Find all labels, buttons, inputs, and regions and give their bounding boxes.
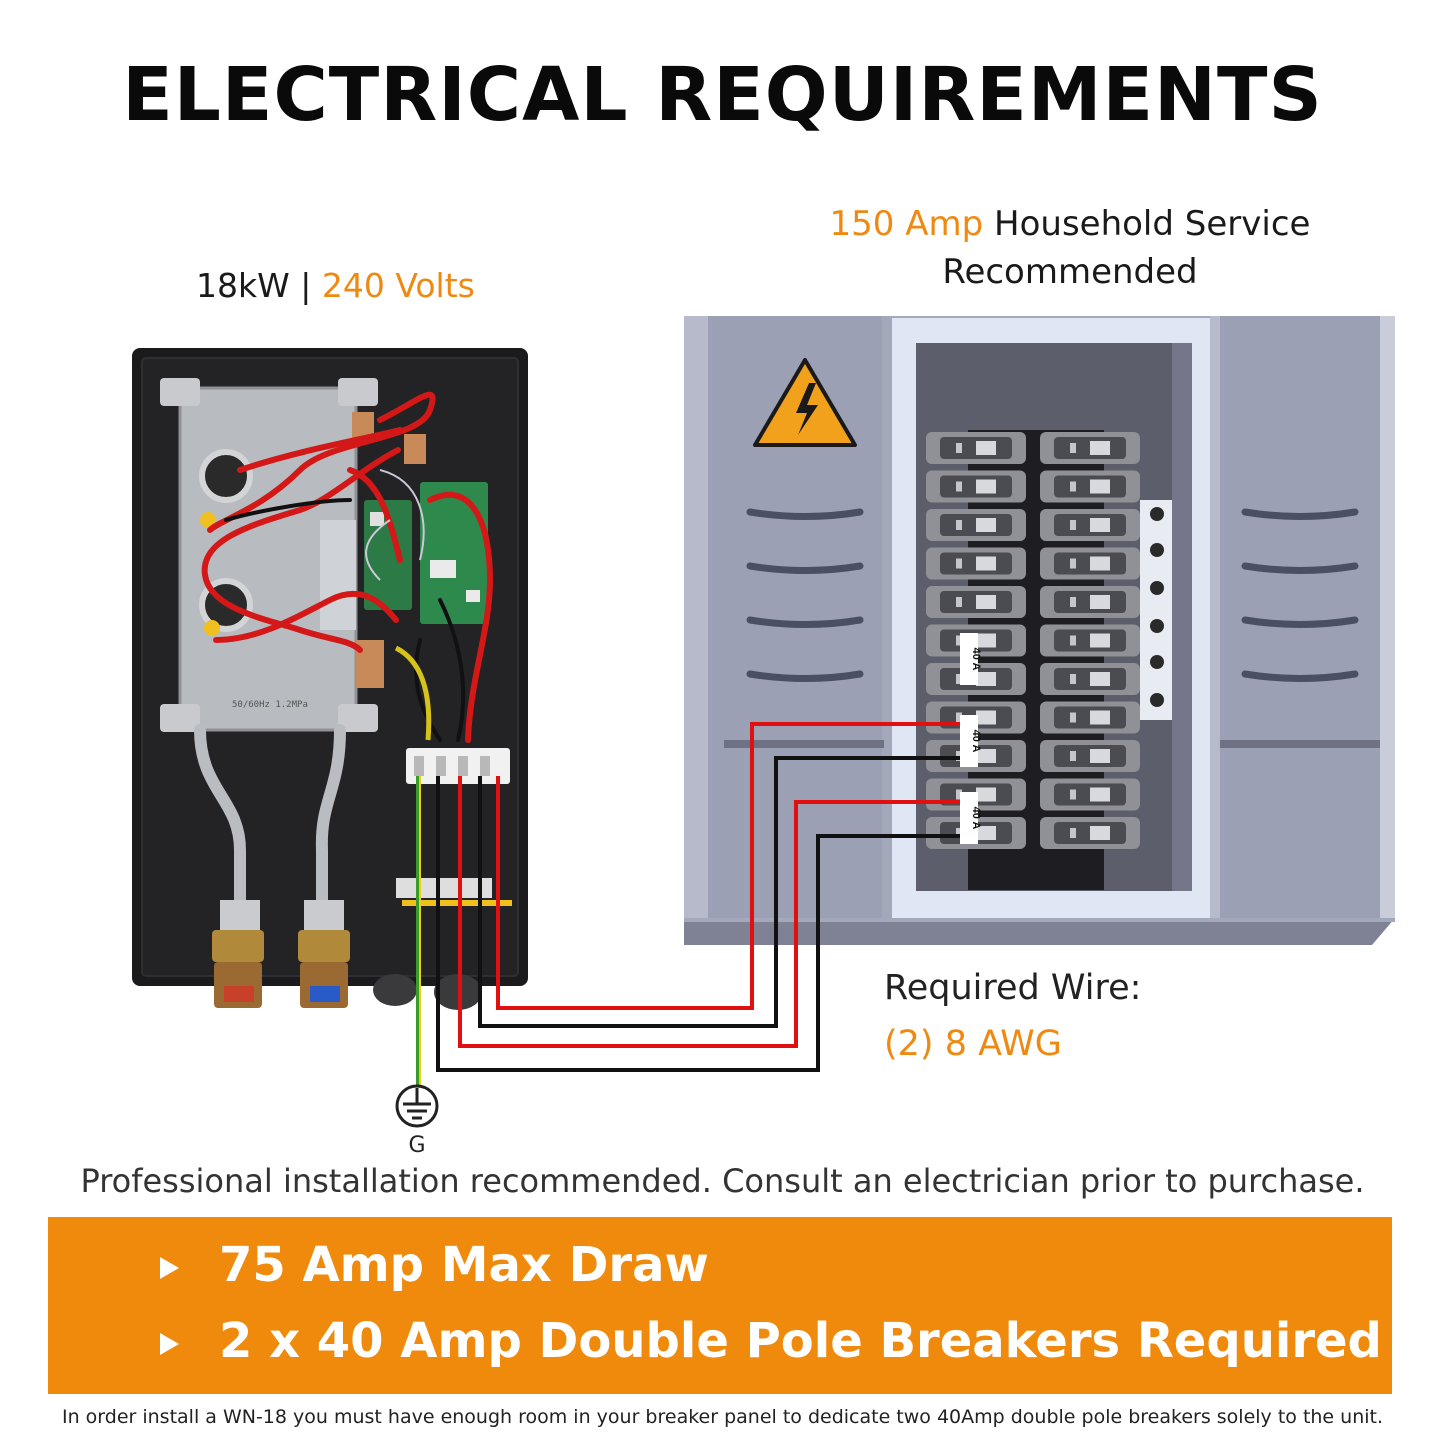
breaker-switch: [926, 509, 1026, 541]
breaker-switch: [926, 432, 1026, 464]
breaker-switch: [1040, 817, 1140, 849]
wire-label: Required Wire:: [884, 968, 1142, 1008]
voltage-rating: 240 Volts: [321, 266, 475, 305]
breaker-switch: [1040, 663, 1140, 695]
wire-spec: (2) 8 AWG: [884, 1024, 1062, 1064]
bullet-text-1: 75 Amp Max Draw: [219, 1237, 709, 1293]
breaker-switch: [1040, 547, 1140, 580]
service-amp: 150 Amp: [829, 204, 984, 244]
bullet-icon: [160, 1257, 179, 1279]
neutral-bar: [1140, 500, 1172, 720]
wire-black-2: [436, 776, 960, 1072]
breaker-label-3: 40 A: [970, 807, 982, 830]
power-rating: 18kW: [196, 266, 290, 305]
breaker-switch: [1040, 470, 1140, 503]
wire-red-2: [458, 776, 960, 1048]
breaker-switch: [1040, 778, 1140, 811]
disclaimer: Professional installation recommended. C…: [80, 1162, 1365, 1200]
bullet-item-1: 75 Amp Max Draw: [160, 1237, 709, 1293]
spec-separator: |: [300, 266, 312, 305]
bullet-text-2: 2 x 40 Amp Double Pole Breakers Required: [219, 1313, 1382, 1369]
heater-specs: 18kW | 240 Volts: [196, 266, 475, 305]
breaker-switch: [926, 470, 1026, 503]
bullet-icon: [160, 1333, 179, 1355]
ground-icon: [395, 1084, 439, 1128]
ground-label: G: [408, 1133, 425, 1158]
breaker-columns: [926, 432, 1140, 849]
breaker-switch: [1040, 701, 1140, 734]
wire-requirement: Required Wire: (2) 8 AWG: [884, 960, 1141, 1072]
requirements-banner: 75 Amp Max Draw 2 x 40 Amp Double Pole B…: [48, 1217, 1392, 1394]
breaker-switch: [1040, 432, 1140, 464]
wire-red-1: [496, 722, 960, 1010]
breaker-label-2: 40 A: [970, 730, 982, 753]
breaker-label-1: 40 A: [970, 648, 982, 671]
service-rest: Household Service: [994, 204, 1311, 244]
page-title: ELECTRICAL REQUIREMENTS: [122, 52, 1323, 138]
service-line2: Recommended: [942, 252, 1198, 292]
external-wiring: [416, 722, 960, 1088]
breaker-switch: [1040, 740, 1140, 772]
breaker-switch: [1040, 586, 1140, 618]
breaker-panel: 40 A 40 A 40 A: [684, 316, 1395, 945]
breaker-switch: [1040, 509, 1140, 541]
service-recommendation: 150 Amp Household Service Recommended: [820, 200, 1320, 296]
breaker-switch: [1040, 624, 1140, 657]
breaker-switch: [926, 547, 1026, 580]
bullet-item-2: 2 x 40 Amp Double Pole Breakers Required: [160, 1313, 1382, 1369]
breaker-switch: [926, 586, 1026, 618]
wire-black-1: [478, 756, 960, 1028]
water-heater-unit: 50/60Hz 1.2MPa: [132, 348, 528, 1010]
heater-plate-text: 50/60Hz 1.2MPa: [232, 700, 308, 710]
warning-icon: [753, 358, 857, 447]
footnote: In order install a WN-18 you must have e…: [61, 1406, 1384, 1428]
